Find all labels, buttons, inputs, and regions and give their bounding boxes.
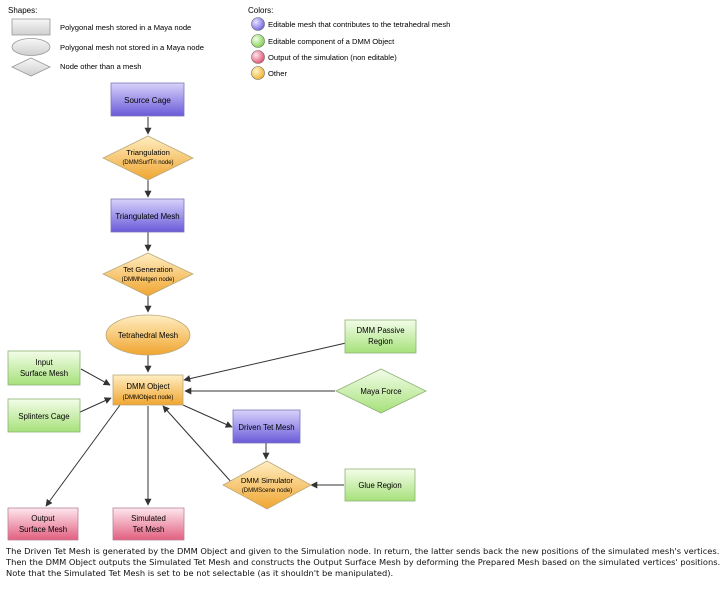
node-tet-generation xyxy=(102,252,194,297)
node-tet-generation-sub: (DMMNetgen node) xyxy=(122,277,175,283)
node-triangulation-label: Triangulation xyxy=(126,148,170,157)
legend-color-green-label: Editable component of a DMM Object xyxy=(268,37,395,46)
caption-line-2: Then the DMM Object outputs the Simulate… xyxy=(6,557,720,567)
diagram-caption: The Driven Tet Mesh is generated by the … xyxy=(6,546,720,579)
caption-line-3: Note that the Simulated Tet Mesh is set … xyxy=(6,568,394,578)
node-input-surface-mesh-line1: Input xyxy=(35,358,53,367)
node-dmm-passive-region xyxy=(344,319,417,354)
purple-color-dot-icon xyxy=(251,17,265,31)
node-glue-region-label: Glue Region xyxy=(358,481,401,490)
node-tet-generation-label: Tet Generation xyxy=(123,265,173,274)
legend-color-orange-label: Other xyxy=(268,69,287,78)
node-simulated-tet-mesh-line1: Simulated xyxy=(131,514,166,523)
edge-dmm-object-to-output-surface-mesh xyxy=(45,404,121,507)
edge-dmm-object-to-driven-tet-mesh xyxy=(182,404,233,428)
node-driven-tet-mesh-label: Driven Tet Mesh xyxy=(238,423,294,432)
edge-dmm-simulator-to-dmm-object xyxy=(162,405,234,485)
orange-color-dot-icon xyxy=(251,66,265,80)
diagram-canvas: Shapes: Polygonal mesh stored in a Maya … xyxy=(7,6,450,541)
node-dmm-object-sub: (DMMObject node) xyxy=(123,395,174,401)
legend-ellipse-label: Polygonal mesh not stored in a Maya node xyxy=(60,43,204,52)
node-simulated-tet-mesh xyxy=(112,507,185,541)
node-dmm-passive-region-line1: DMM Passive xyxy=(356,326,404,335)
node-triangulated-mesh-label: Triangulated Mesh xyxy=(115,212,179,221)
node-driven-tet-mesh xyxy=(232,409,301,444)
colors-legend-title: Colors: xyxy=(248,6,273,15)
node-dmm-passive-region-line2: Region xyxy=(368,337,393,346)
node-source-cage xyxy=(110,82,185,117)
node-splinters-cage xyxy=(7,398,81,433)
green-color-dot-icon xyxy=(251,34,265,48)
edges xyxy=(45,117,347,507)
node-splinters-cage-label: Splinters Cage xyxy=(18,412,69,421)
caption-line-1: The Driven Tet Mesh is generated by the … xyxy=(6,546,720,556)
node-triangulation-sub: (DMMSurfTri node) xyxy=(122,160,173,166)
legend-ellipse-icon xyxy=(11,38,51,56)
node-tetrahedral-mesh-label: Tetrahedral Mesh xyxy=(118,331,178,340)
node-simulated-tet-mesh-line2: Tet Mesh xyxy=(133,525,165,534)
legend-color-purple-label: Editable mesh that contributes to the te… xyxy=(268,20,450,29)
legend-color-red-label: Output of the simulation (non editable) xyxy=(268,53,397,62)
edge-splinters-cage-to-dmm-object xyxy=(77,397,112,414)
node-output-surface-mesh-line1: Output xyxy=(31,514,55,523)
node-input-surface-mesh-line2: Surface Mesh xyxy=(20,369,68,378)
node-maya-force-label: Maya Force xyxy=(360,387,401,396)
red-color-dot-icon xyxy=(251,50,265,64)
legend-diamond-icon xyxy=(11,57,51,77)
legend-diamond-label: Node other than a mesh xyxy=(60,62,141,71)
node-maya-force xyxy=(335,368,427,414)
node-dmm-simulator xyxy=(222,460,312,510)
legend-rectangle-icon xyxy=(11,18,51,36)
node-source-cage-label: Source Cage xyxy=(124,96,171,105)
node-dmm-simulator-label: DMM Simulator xyxy=(241,476,294,485)
edge-passive-region-to-dmm-object xyxy=(183,342,347,383)
node-glue-region xyxy=(344,468,416,502)
edge-input-surface-to-dmm-object xyxy=(80,368,111,386)
node-input-surface-mesh xyxy=(7,350,81,386)
node-tetrahedral-mesh xyxy=(105,314,191,356)
node-output-surface-mesh-line2: Surface Mesh xyxy=(19,525,67,534)
node-triangulated-mesh xyxy=(110,198,185,233)
node-triangulation xyxy=(102,135,194,181)
node-dmm-object xyxy=(112,374,184,406)
legend-rectangle-label: Polygonal mesh stored in a Maya node xyxy=(60,23,191,32)
node-dmm-object-label: DMM Object xyxy=(126,382,170,391)
node-dmm-simulator-sub: (DMMScene node) xyxy=(242,488,292,494)
node-output-surface-mesh xyxy=(7,507,79,541)
shapes-legend-title: Shapes: xyxy=(8,6,37,15)
